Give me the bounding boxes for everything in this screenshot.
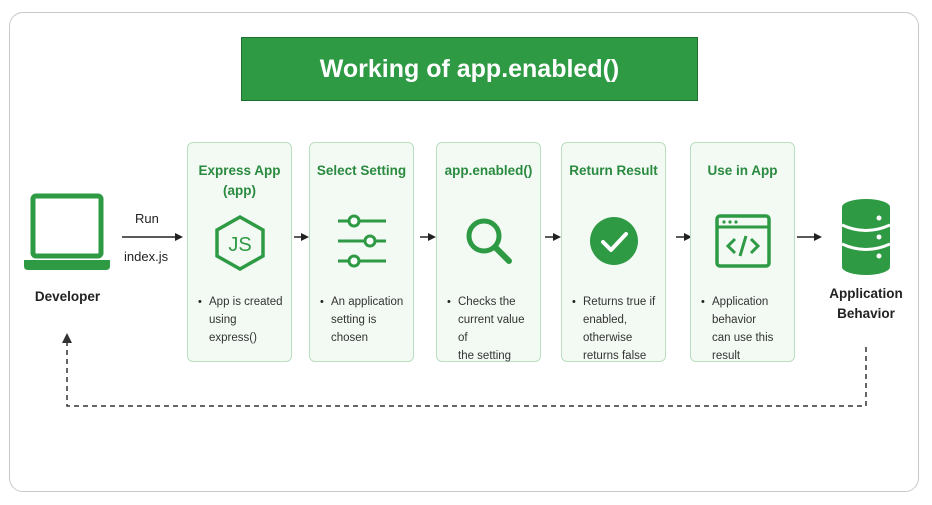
step-description: Checks the current value of the setting bbox=[445, 293, 536, 365]
svg-text:JS: JS bbox=[228, 234, 251, 256]
database-icon bbox=[841, 199, 891, 275]
step-description: Returns true if enabled, otherwise retur… bbox=[570, 293, 661, 365]
search-icon bbox=[466, 218, 512, 264]
step-title: Express App (app) bbox=[198, 163, 281, 198]
step-title: Select Setting bbox=[316, 163, 407, 178]
developer-label: Developer bbox=[34, 289, 101, 304]
step-card-select-setting: Select Setting An application setting is… bbox=[309, 142, 414, 362]
step-card-return-result: Return Result Returns true if enabled, o… bbox=[561, 142, 666, 362]
nodejs-icon: JS bbox=[214, 214, 265, 272]
step-description: Application behavior can use this result bbox=[699, 293, 790, 365]
run-file-label: index.js bbox=[124, 249, 169, 264]
step-title: Use in App bbox=[707, 163, 778, 178]
sliders-icon bbox=[337, 214, 386, 268]
feedback-loop bbox=[66, 340, 867, 407]
step-title: app.enabled() bbox=[444, 163, 533, 178]
application-behavior-label: Application Behavior bbox=[829, 286, 903, 321]
step-card-app-enabled: app.enabled() Checks the current value o… bbox=[436, 142, 541, 362]
title-banner: Working of app.enabled() bbox=[241, 37, 698, 101]
step-title: Return Result bbox=[569, 163, 658, 178]
code-window-icon bbox=[714, 214, 771, 268]
run-label: Run bbox=[135, 211, 159, 226]
step-description: App is created using express() bbox=[196, 293, 287, 347]
check-circle-icon bbox=[589, 217, 638, 265]
diagram-title: Working of app.enabled() bbox=[319, 54, 620, 83]
laptop-icon bbox=[24, 193, 110, 270]
step-description: An application setting is chosen bbox=[318, 293, 409, 347]
step-card-express-app: Express App (app) JS App is created usin… bbox=[187, 142, 292, 362]
step-card-use-in-app: Use in App Application behavior can use … bbox=[690, 142, 795, 362]
